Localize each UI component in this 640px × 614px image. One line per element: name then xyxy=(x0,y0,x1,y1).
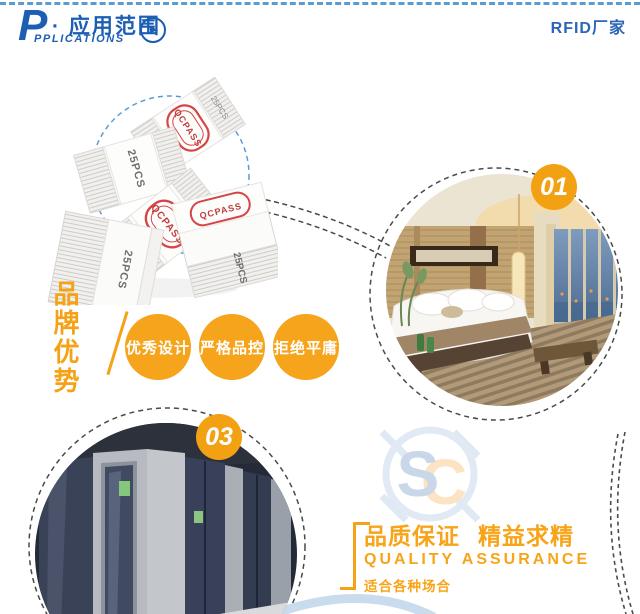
brand-badge-design: 优秀设计 xyxy=(125,314,191,380)
arrow-circle-icon xyxy=(140,17,166,43)
card-box-front: 25PCS xyxy=(47,210,165,305)
bracket-vertical-bar xyxy=(353,522,356,590)
product-boxes-image: QCPASS 25PCS 25PCS QCPASS 25PCS xyxy=(47,76,278,305)
card-box-right: QCPASS 25PCS xyxy=(171,181,278,299)
brand-badge-no-mediocrity: 拒绝平庸 xyxy=(273,314,339,380)
quality-assurance-block: 品质保证精益求精 QUALITY ASSURANCE 适合各种场合 xyxy=(340,516,640,600)
brand-badge-quality-control: 严格品控 xyxy=(199,314,265,380)
elevator-hall-photo xyxy=(35,423,297,614)
watermark-letter-s: S xyxy=(397,438,440,510)
sc-watermark-logo: C S xyxy=(379,426,481,523)
hotel-room-photo xyxy=(386,174,618,406)
watermark-letter-c: C xyxy=(421,446,467,518)
corner-brand-label: RFID厂家 xyxy=(550,20,626,37)
title-text: 应用范围 xyxy=(68,15,161,38)
top-dashed-border xyxy=(0,2,640,5)
bracket-top-serif xyxy=(353,522,370,525)
section-subtitle: PPLICATIONS xyxy=(34,33,125,45)
quality-title-part2: 精益求精 xyxy=(478,523,574,549)
quality-title-part1: 品质保证 xyxy=(364,523,460,549)
right-dashed-arc-outer xyxy=(616,431,634,614)
right-dashed-arc-inner xyxy=(609,433,627,614)
play-arrow-icon xyxy=(148,26,158,34)
brand-advantage-title: 品牌优势 xyxy=(50,280,80,396)
quality-note: 适合各种场合 xyxy=(364,579,451,594)
hotel-dashed-ring xyxy=(369,167,623,421)
bottom-blue-arc xyxy=(264,594,437,614)
section-initial: P xyxy=(18,1,48,50)
elevator-dashed-ring xyxy=(28,407,306,614)
section-title: · 应用范围 xyxy=(52,10,161,40)
number-badge-03: 03 xyxy=(196,414,242,460)
title-dot: · xyxy=(52,15,61,38)
quality-title: 品质保证精益求精 xyxy=(364,517,574,551)
bracket-bottom-serif xyxy=(340,587,356,590)
quality-subtitle: QUALITY ASSURANCE xyxy=(364,551,591,568)
number-badge-01: 01 xyxy=(531,164,577,210)
